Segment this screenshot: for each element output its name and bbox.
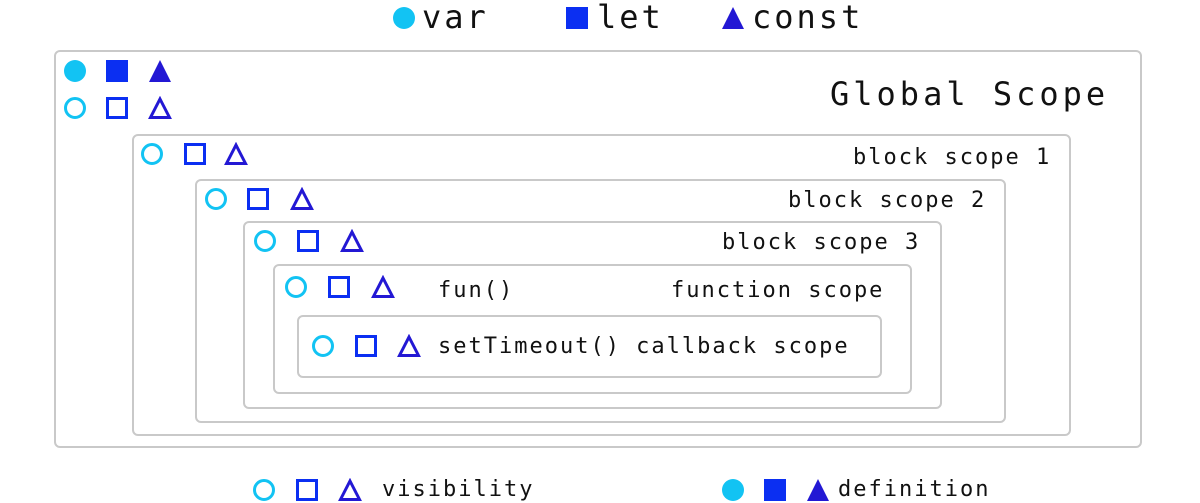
outline-circle-icon (140, 142, 164, 166)
legend-visibility-label: visibility (382, 477, 535, 502)
outline-triangle-icon (338, 478, 362, 502)
outline-triangle-icon (224, 142, 248, 166)
outline-triangle-icon (340, 229, 364, 253)
block-scope-1-label: block scope 1 (853, 145, 1052, 170)
filled-circle-icon (63, 59, 87, 83)
outline-square-icon (327, 275, 351, 299)
callback-scope-box (297, 315, 882, 378)
callback-scope-label: setTimeout() callback scope (438, 334, 850, 359)
global-scope-label: Global Scope (830, 75, 1110, 113)
outline-triangle-icon (290, 187, 314, 211)
outline-circle-icon (311, 334, 335, 358)
legend-definition-label: definition (838, 477, 991, 502)
block-scope-2-label: block scope 2 (788, 188, 987, 213)
outline-circle-icon (253, 229, 277, 253)
outline-square-icon (183, 142, 207, 166)
legend-var-label: var (422, 0, 489, 36)
filled-square-icon (105, 59, 129, 83)
legend-const-label: const (752, 0, 864, 36)
filled-triangle-icon (806, 478, 830, 502)
block-scope-3-label: block scope 3 (722, 230, 921, 255)
outline-square-icon (296, 229, 320, 253)
outline-triangle-icon (397, 334, 421, 358)
legend-let-label: let (597, 0, 664, 36)
filled-square-icon (565, 6, 589, 30)
function-name-label: fun() (438, 278, 515, 303)
outline-square-icon (105, 96, 129, 120)
outline-square-icon (246, 187, 270, 211)
filled-triangle-icon (148, 59, 172, 83)
filled-square-icon (763, 478, 787, 502)
outline-circle-icon (204, 187, 228, 211)
outline-triangle-icon (371, 275, 395, 299)
outline-circle-icon (284, 275, 308, 299)
function-scope-label: function scope (671, 278, 885, 303)
outline-circle-icon (63, 96, 87, 120)
outline-circle-icon (252, 478, 276, 502)
outline-square-icon (354, 334, 378, 358)
filled-circle-icon (721, 478, 745, 502)
filled-circle-icon (392, 6, 416, 30)
outline-square-icon (295, 478, 319, 502)
outline-triangle-icon (148, 96, 172, 120)
filled-triangle-icon (721, 6, 745, 30)
